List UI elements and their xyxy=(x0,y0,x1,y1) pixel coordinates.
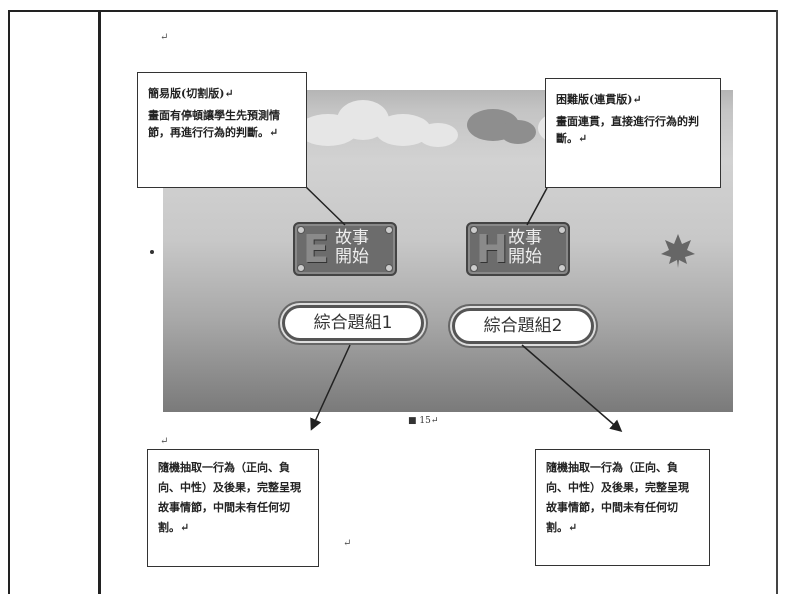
margin-line xyxy=(98,10,101,594)
connector-line xyxy=(526,187,548,226)
rivet xyxy=(385,226,393,234)
callout-body: 畫面連貫，直接進行行為的判斷。↵ xyxy=(556,115,699,145)
paragraph-mark: ↵ xyxy=(160,436,169,447)
button-text: 故事 開始 xyxy=(508,228,542,267)
button-letter: H xyxy=(476,227,508,271)
story-start-easy-button[interactable]: E 故事 開始 xyxy=(293,222,397,276)
rivet xyxy=(558,264,566,272)
set-2-description-callout: 隨機抽取一行為（正向、負向、中性）及後果，完整呈現故事情節，中間未有任何切割。↵ xyxy=(535,449,710,566)
button-letter: E xyxy=(303,227,329,271)
game-screenshot: E 故事 開始 H 故事 開始 綜合題組1 綜合題組2 xyxy=(163,90,733,412)
question-set-1-button[interactable]: 綜合題組1 xyxy=(282,305,424,341)
set-1-description-callout: 隨機抽取一行為（正向、負向、中性）及後果，完整呈現故事情節，中間未有任何切割。↵ xyxy=(147,449,319,567)
rivet xyxy=(297,226,305,234)
arrow-line xyxy=(310,344,351,431)
paragraph-mark: ↵ xyxy=(343,538,352,549)
hard-version-callout: 困難版(連貫版)↵ 畫面連貫，直接進行行為的判斷。↵ xyxy=(545,78,721,188)
callout-body: 畫面有停頓讓學生先預測情節，再進行行為的判斷。↵ xyxy=(148,109,280,139)
left-border xyxy=(8,10,10,594)
callout-title: 困難版(連貫版)↵ xyxy=(556,93,642,106)
right-border xyxy=(776,10,778,594)
rivet xyxy=(470,264,478,272)
callout-body: 隨機抽取一行為（正向、負向、中性）及後果，完整呈現故事情節，中間未有任何切割。↵ xyxy=(546,461,689,534)
story-start-hard-button[interactable]: H 故事 開始 xyxy=(466,222,570,276)
top-border xyxy=(8,10,778,12)
paragraph-mark: ↵ xyxy=(160,32,169,43)
question-set-2-button[interactable]: 綜合題組2 xyxy=(452,308,594,344)
arrow-line xyxy=(521,344,623,432)
easy-version-callout: 簡易版(切割版)↵ 畫面有停頓讓學生先預測情節，再進行行為的判斷。↵ xyxy=(137,72,307,188)
connector-line xyxy=(304,185,346,226)
bullet-dot xyxy=(150,250,154,254)
rivet xyxy=(470,226,478,234)
callout-title: 簡易版(切割版)↵ xyxy=(148,87,234,100)
rivet xyxy=(385,264,393,272)
callout-body: 隨機抽取一行為（正向、負向、中性）及後果，完整呈現故事情節，中間未有任何切割。↵ xyxy=(158,461,301,534)
rivet xyxy=(558,226,566,234)
figure-caption: ■ 15↵ xyxy=(408,416,439,426)
rivet xyxy=(297,264,305,272)
button-text: 故事 開始 xyxy=(335,228,369,267)
maple-leaf-icon xyxy=(661,234,695,268)
